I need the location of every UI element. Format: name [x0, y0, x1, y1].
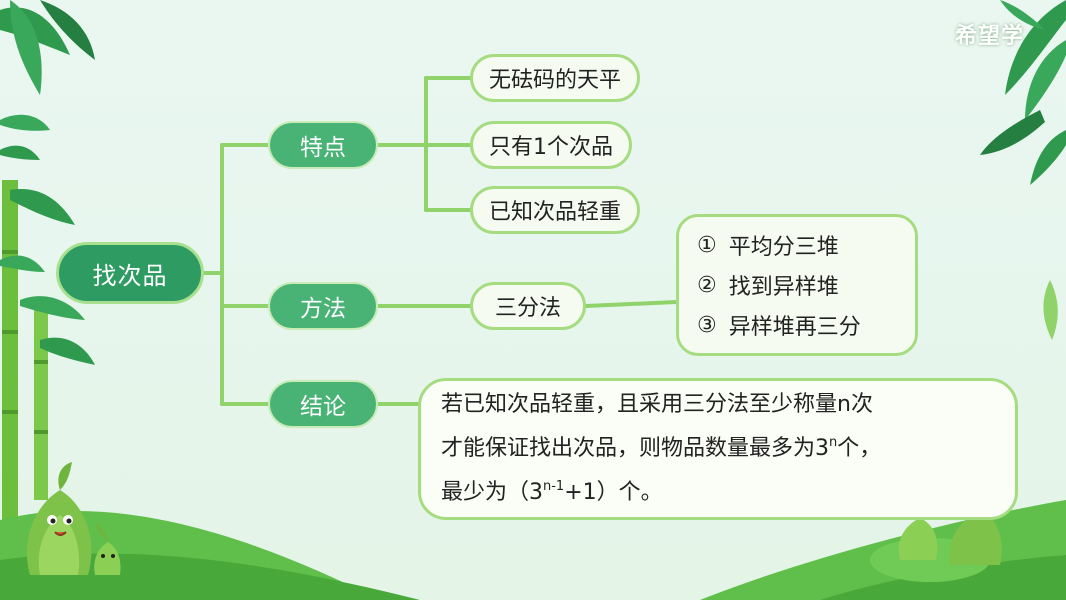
connector-method-steps	[584, 300, 678, 308]
step-text: 平均分三堆	[728, 235, 839, 260]
bamboo-stalks-left-icon	[0, 180, 95, 520]
step-number: ③	[697, 312, 717, 338]
bamboo-shoot-right-icon	[898, 510, 1002, 565]
exponent-n: n	[829, 435, 838, 450]
step-number: ②	[697, 272, 717, 298]
branch-method[interactable]: 方法	[268, 282, 378, 330]
conclusion-line-2: 才能保证找出次品，则物品数量最多为3n个，	[441, 427, 881, 471]
conclusion-line-2-tail: 个，	[837, 436, 882, 461]
conclusion-line-3-text: 最少为（3	[441, 480, 543, 505]
step-text: 异样堆再三分	[728, 315, 861, 340]
conclusion-line-3: 最少为（3n-1+1）个。	[441, 471, 663, 515]
step-text: 找到异样堆	[728, 275, 839, 300]
conclusion-line-1: 若已知次品轻重，且采用三分法至少称量n次	[441, 392, 873, 417]
exponent-n-minus-1: n-1	[543, 479, 565, 494]
method-step-2: ② 找到异样堆	[697, 269, 839, 301]
leaf-feature-1[interactable]: 无砝码的天平	[470, 54, 641, 102]
conclusion-line-3-tail: +1）个。	[564, 480, 663, 505]
conclusion-box[interactable]: 若已知次品轻重，且采用三分法至少称量n次 才能保证找出次品，则物品数量最多为3n…	[418, 378, 1018, 520]
method-step-1: ① 平均分三堆	[697, 229, 839, 261]
branch-conclusion[interactable]: 结论	[268, 380, 378, 428]
leaf-method[interactable]: 三分法	[470, 282, 586, 330]
leaf-feature-2[interactable]: 只有1个次品	[470, 121, 632, 169]
step-number: ①	[697, 232, 717, 258]
bamboo-leaves-top-left-icon	[0, 0, 95, 160]
leaf-feature-3[interactable]: 已知次品轻重	[470, 186, 641, 234]
bamboo-leaves-top-right-icon	[980, 0, 1066, 340]
method-steps-box[interactable]: ① 平均分三堆 ② 找到异样堆 ③ 异样堆再三分	[676, 214, 918, 356]
bamboo-shoot-mascot-icon	[26, 462, 121, 575]
conclusion-line-2-text: 才能保证找出次品，则物品数量最多为3	[441, 436, 829, 461]
branch-features[interactable]: 特点	[268, 121, 378, 169]
xiwangxue-logo: 希望学	[955, 24, 1025, 49]
root-node[interactable]: 找次品	[56, 242, 204, 304]
method-step-3: ③ 异样堆再三分	[697, 309, 861, 341]
